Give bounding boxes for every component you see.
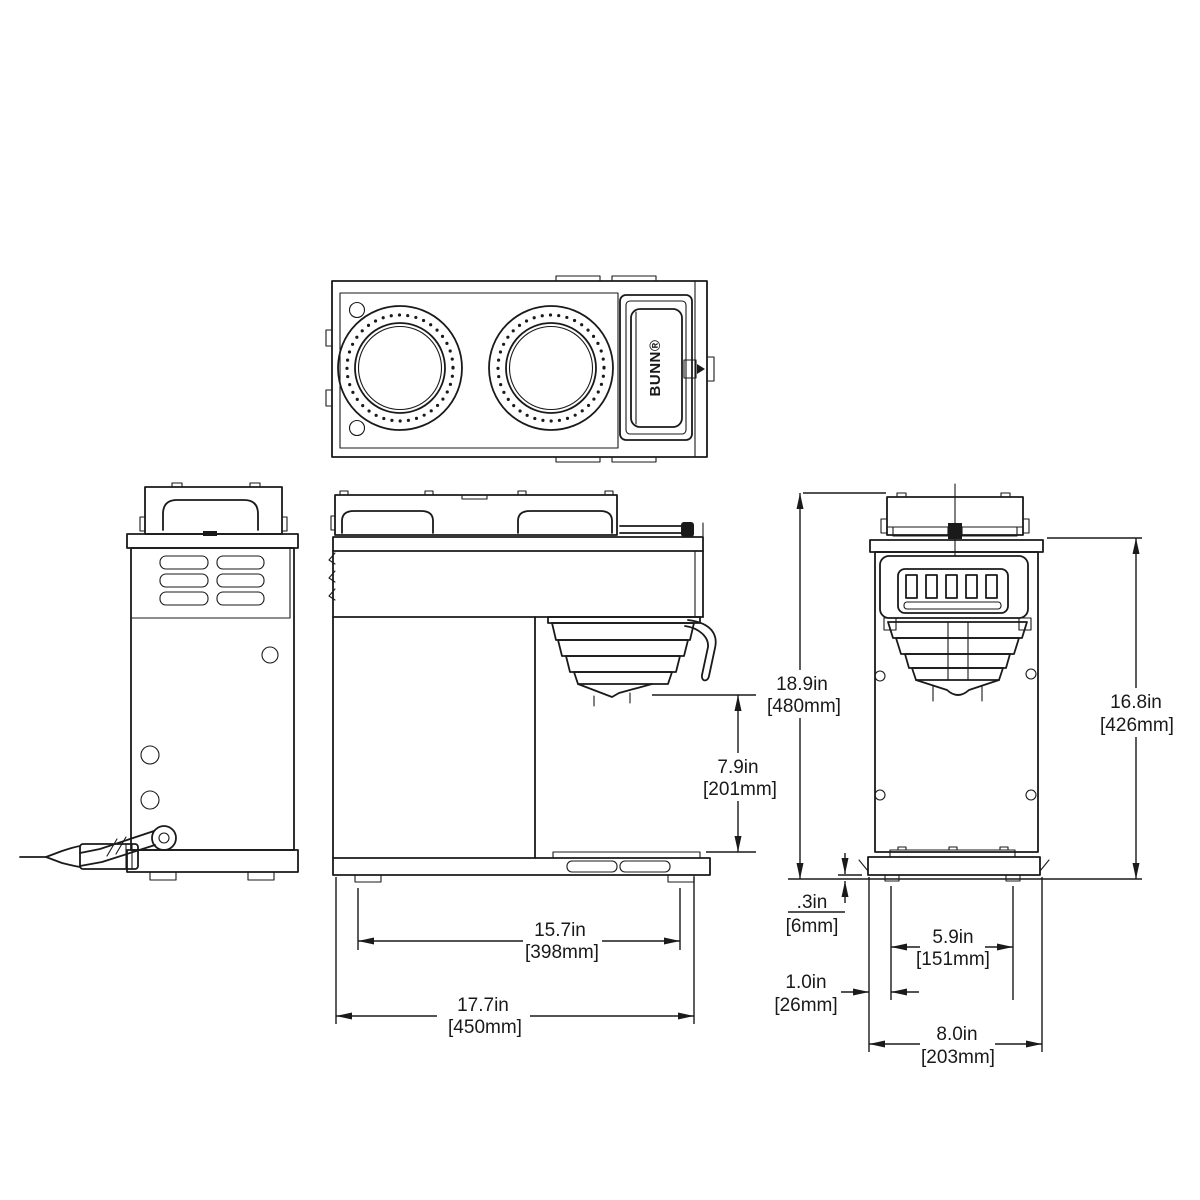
dim-funnel-clearance-mm: [201mm] xyxy=(703,779,777,800)
dim-overall-height-in: 18.9in xyxy=(776,674,828,695)
mount-hole xyxy=(140,745,160,765)
dim-foot-height: .3in [6mm] xyxy=(786,853,862,937)
top-view: BUNN® xyxy=(325,275,715,463)
dim-body-height: 16.8in [426mm] xyxy=(1047,537,1174,879)
funnel-slide-latch xyxy=(683,359,697,379)
screw-hole xyxy=(348,419,366,437)
side-top-band xyxy=(332,536,704,552)
mount-hole xyxy=(140,790,160,810)
warmer-switch xyxy=(925,574,938,599)
dim-overall-depth-in: 8.0in xyxy=(936,1024,977,1045)
back-body xyxy=(130,547,295,851)
dim-foot-height-mm: [6mm] xyxy=(786,916,839,937)
screw xyxy=(261,646,279,664)
foot xyxy=(149,871,177,881)
screw-hole xyxy=(348,301,366,319)
dim-overall-width-in: 17.7in xyxy=(457,995,509,1016)
dim-overall-width: 17.7in [450mm] xyxy=(335,877,695,1038)
screw xyxy=(1025,789,1037,801)
front-base xyxy=(858,846,1050,882)
dim-foot-inset-in: 1.0in xyxy=(785,972,826,993)
warmer-plate-right xyxy=(488,305,614,431)
top-view-outline xyxy=(325,275,715,463)
switch-panel xyxy=(879,555,1029,619)
lid-handle xyxy=(517,510,613,534)
back-top-band xyxy=(126,533,299,549)
foot xyxy=(354,874,382,883)
dim-overall-height-mm: [480mm] xyxy=(767,696,841,717)
dim-overall-depth: 8.0in [203mm] xyxy=(869,877,1043,1068)
back-base xyxy=(126,849,299,881)
dim-foot-span-side-mm: [398mm] xyxy=(525,942,599,963)
side-base xyxy=(332,851,711,883)
lid-handle xyxy=(162,499,259,531)
power-plug xyxy=(19,843,139,870)
warmer-switch xyxy=(965,574,978,599)
warmer-switch xyxy=(945,574,958,599)
foot xyxy=(667,874,695,883)
front-view xyxy=(858,483,1050,882)
funnel-slide-handle xyxy=(948,523,962,539)
dim-foot-span-front: 5.9in [151mm] xyxy=(890,886,1014,1000)
front-lid xyxy=(880,492,1030,539)
dim-foot-span-front-in: 5.9in xyxy=(932,927,973,948)
dim-foot-span-front-mm: [151mm] xyxy=(916,949,990,970)
dim-foot-inset-mm: [26mm] xyxy=(774,995,837,1016)
screw xyxy=(874,789,886,801)
dim-overall-height: 18.9in [480mm] xyxy=(767,492,886,879)
funnel-handle xyxy=(684,619,717,682)
funnel-front xyxy=(883,617,1032,702)
drip-tray-rail xyxy=(889,849,1016,858)
warmer-switch xyxy=(985,574,998,599)
vent-louvers xyxy=(159,555,265,606)
dim-body-height-in: 16.8in xyxy=(1110,692,1162,713)
dim-foot-span-side-in: 15.7in xyxy=(534,920,586,941)
lid-handle xyxy=(341,510,434,534)
lower-warmer-plate xyxy=(552,851,701,859)
back-view xyxy=(19,482,299,881)
foot xyxy=(1005,874,1021,882)
bunn-logo: BUNN® xyxy=(647,340,664,397)
side-view xyxy=(328,490,717,883)
screw xyxy=(874,670,886,682)
side-lid xyxy=(330,490,618,536)
dim-foot-inset: 1.0in [26mm] xyxy=(774,877,919,1052)
dim-foot-span-side: 15.7in [398mm] xyxy=(357,888,681,963)
funnel-lid-top: BUNN® xyxy=(619,294,705,441)
dim-foot-height-in: .3in xyxy=(797,892,828,913)
dim-funnel-clearance-in: 7.9in xyxy=(717,757,758,778)
front-top-band xyxy=(869,539,1044,553)
front-body xyxy=(874,551,1039,853)
funnel-rail xyxy=(619,522,704,537)
side-body xyxy=(328,550,704,859)
warmer-plate-left xyxy=(337,305,463,431)
funnel-side xyxy=(547,616,717,707)
dim-overall-width-mm: [450mm] xyxy=(448,1017,522,1038)
cord-grommet xyxy=(151,825,177,851)
foot xyxy=(884,874,900,882)
dim-overall-depth-mm: [203mm] xyxy=(921,1047,995,1068)
dim-body-height-mm: [426mm] xyxy=(1100,715,1174,736)
screw xyxy=(1025,668,1037,680)
dim-funnel-clearance: 7.9in [201mm] xyxy=(652,694,777,853)
warmer-switch xyxy=(905,574,918,599)
power-cord xyxy=(19,825,177,870)
back-lid xyxy=(139,482,288,535)
foot xyxy=(247,871,275,881)
funnel-slide-handle xyxy=(681,522,694,537)
